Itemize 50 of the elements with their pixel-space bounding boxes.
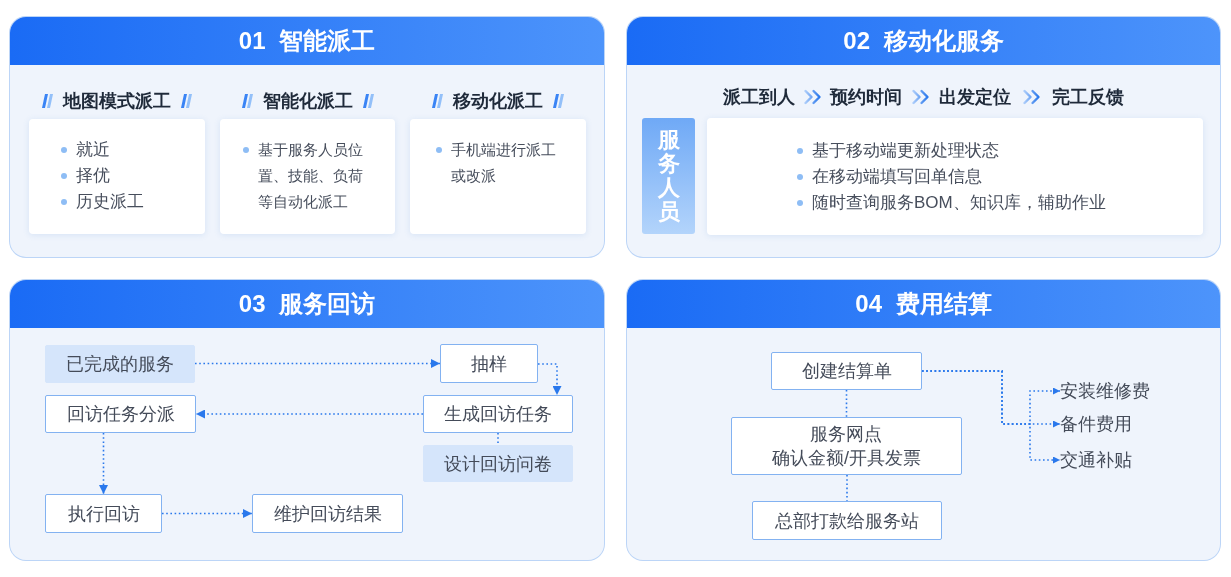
dotted-arrow xyxy=(99,432,108,495)
dotted-arrow xyxy=(537,363,562,396)
bullet-text: 择优 xyxy=(76,165,110,187)
process-box: 总部打款给服务站 xyxy=(752,501,942,540)
fee-label: 交通补贴 xyxy=(1060,448,1132,472)
process-box: 抽样 xyxy=(440,344,538,383)
dotted-arrow xyxy=(194,359,441,368)
process-box: 已完成的服务 xyxy=(45,345,195,383)
section-title: 02 移动化服务 xyxy=(843,26,1004,56)
bullet-text: 历史派工 xyxy=(76,191,144,213)
dotted-line xyxy=(845,389,848,418)
process-box: 回访任务分派 xyxy=(45,395,196,433)
card-heading: 智能化派工 xyxy=(262,90,353,113)
bullet-text: 就近 xyxy=(76,139,110,161)
process-box: 执行回访 xyxy=(45,494,162,533)
step-label: 完工反馈 xyxy=(1052,86,1124,108)
double-chevron-arrow xyxy=(804,89,821,105)
section-panel xyxy=(10,17,604,257)
double-chevron-arrow xyxy=(912,89,929,105)
card-heading: 移动化派工 xyxy=(453,90,543,113)
process-box: 生成回访任务 xyxy=(423,395,573,433)
section-title: 04 费用结算 xyxy=(855,289,992,319)
step-label: 出发定位 xyxy=(939,86,1011,108)
bullet-text: 基于移动端更新处理状态 xyxy=(812,140,999,162)
section-panel xyxy=(627,280,1220,560)
bullet-text: 随时查询服务BOM、知识库，辅助作业 xyxy=(812,192,1106,214)
fee-label: 安装维修费 xyxy=(1060,379,1150,403)
section-title: 03 服务回访 xyxy=(238,289,376,319)
dotted-arrow xyxy=(161,509,253,518)
role-tag: 服务人员 xyxy=(642,118,695,234)
dotted-arrow xyxy=(195,409,424,419)
bullet-text: 手机端进行派工或改派 xyxy=(451,140,557,186)
dotted-line xyxy=(497,432,499,446)
step-label: 派工到人 xyxy=(723,86,795,108)
section-panel xyxy=(627,17,1220,257)
section-panel xyxy=(10,280,604,560)
bullet-text: 在移动端填写回单信息 xyxy=(812,166,982,188)
card-heading: 地图模式派工 xyxy=(63,90,171,113)
dotted-arrow xyxy=(921,370,1061,464)
double-chevron-arrow xyxy=(1023,89,1040,105)
process-box: 设计回访问卷 xyxy=(423,445,573,482)
fee-label: 备件费用 xyxy=(1060,412,1132,436)
step-label: 预约时间 xyxy=(830,86,902,108)
info-card xyxy=(707,118,1203,235)
process-box: 维护回访结果 xyxy=(252,494,403,533)
dotted-line xyxy=(846,474,848,502)
bullet-text: 基于服务人员位置、技能、负荷等自动化派工 xyxy=(258,140,364,212)
process-box: 服务网点 确认金额/开具发票 xyxy=(731,417,962,475)
section-title: 01 智能派工 xyxy=(238,26,376,56)
process-box: 创建结算单 xyxy=(771,352,922,390)
